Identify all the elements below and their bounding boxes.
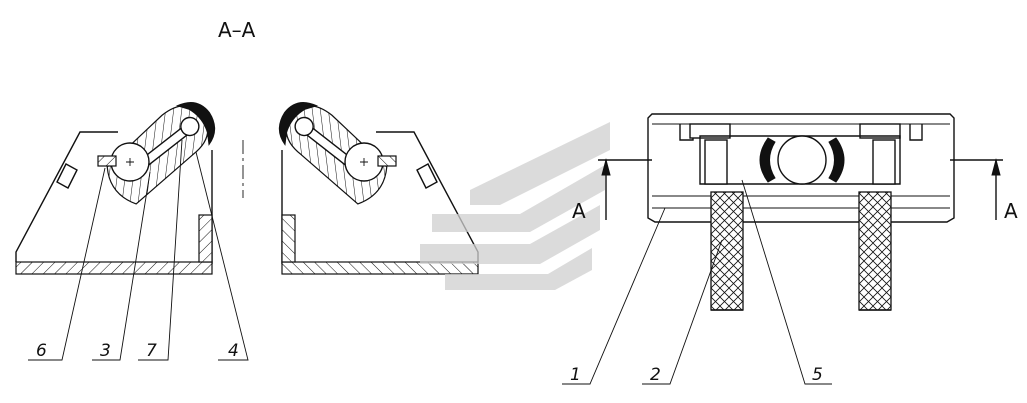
right-cavity <box>699 135 901 185</box>
callout-3: 3 <box>92 171 151 361</box>
callout-label-5: 5 <box>812 365 823 385</box>
knurled-screw-right <box>858 191 892 311</box>
right-ball <box>777 135 827 185</box>
callout-2: 2 <box>642 239 723 385</box>
left-key <box>97 155 117 167</box>
callout-6: 6 <box>28 167 106 361</box>
callout-label-1: 1 <box>570 365 581 385</box>
callout-4: 4 <box>195 151 249 361</box>
middle-section-view <box>278 101 479 275</box>
callout-label-4: 4 <box>228 341 239 361</box>
left-lever-ball <box>180 116 200 137</box>
section-mark-left: A <box>572 199 586 223</box>
left-slot <box>56 163 78 189</box>
left-section-view <box>15 101 244 275</box>
knurled-screw-left <box>710 191 744 311</box>
callout-1: 1 <box>562 207 666 385</box>
left-rib <box>198 214 213 263</box>
callout-label-7: 7 <box>146 341 157 361</box>
right-body <box>647 113 955 223</box>
section-title: A–A <box>218 18 256 42</box>
watermark-logo <box>420 122 610 290</box>
callout-label-6: 6 <box>36 341 47 361</box>
callout-label-3: 3 <box>100 341 111 361</box>
section-mark-right: A <box>1004 199 1018 223</box>
callout-label-2: 2 <box>650 365 661 385</box>
left-base-strip <box>15 261 213 275</box>
right-front-view: A A <box>572 113 1018 311</box>
callout-7: 7 <box>138 139 183 361</box>
callout-5: 5 <box>741 179 832 385</box>
left-lever-tip <box>176 101 216 146</box>
